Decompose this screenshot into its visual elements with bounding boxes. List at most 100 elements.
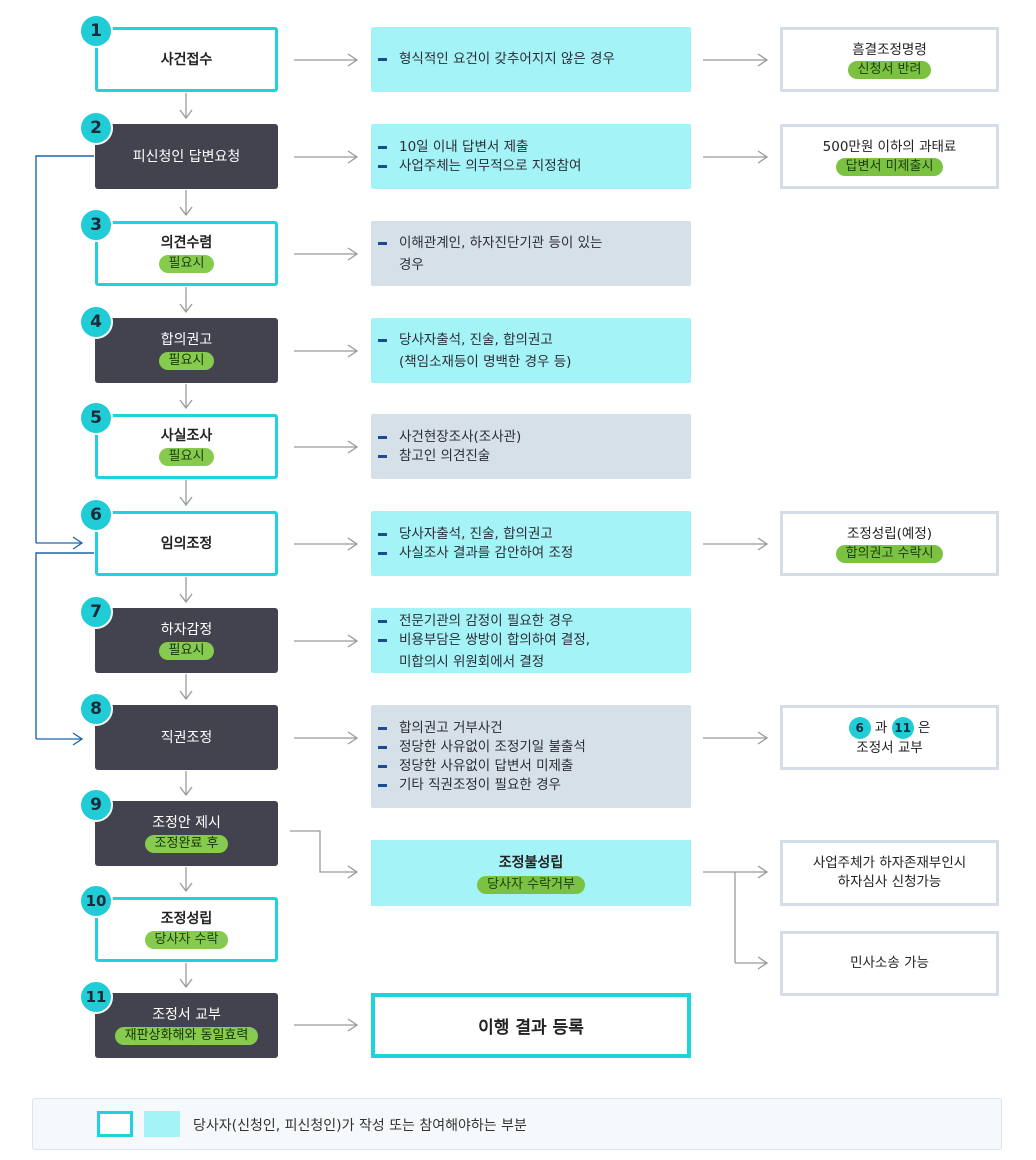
result-9a-line-1: 사업주체가 하자존재부인시 [812, 855, 967, 871]
result-6-box: 조정성립(예정) 합의권고 수락시 [780, 511, 999, 576]
step-10-box: 조정성립 당사자 수락 [95, 897, 278, 962]
blue-loop-to-step8-line [35, 552, 94, 739]
step-10-title: 조정성립 [160, 911, 213, 927]
desc-8-item-3: 정당한 사유없이 답변서 미제출 [378, 757, 673, 776]
step-2-box: 피신청인 답변요청 [95, 124, 278, 189]
desc-to-result-arrow-8-head [757, 731, 769, 745]
step-down-arrow-4-head [179, 399, 193, 410]
step-5-pill: 필요시 [158, 448, 215, 466]
failure-to-result-b-arrow-head [757, 956, 769, 970]
step11-to-final-arrow-head [347, 1018, 359, 1032]
mediation-failure-pill: 당사자 수락거부 [477, 876, 585, 894]
desc-4-continuation: (책임소재등이 명백한 경우 등) [399, 354, 572, 370]
desc-7-item-1: 전문기관의 감정이 필요한 경우 [378, 612, 673, 631]
step-down-arrow-8-head [179, 786, 193, 797]
step-to-desc-arrow-3-head [347, 247, 359, 261]
step-to-desc-arrow-7-head [347, 634, 359, 648]
step-8-number-badge: 8 [79, 692, 113, 726]
desc-5-item-2: 참고인 의견진술 [378, 447, 673, 466]
step-5-description: 사건현장조사(조사관) 참고인 의견진술 [371, 414, 691, 479]
desc-8-item-1: 합의권고 거부사건 [378, 719, 673, 738]
step-5-box: 사실조사 필요시 [95, 414, 278, 479]
step-down-arrow-5-head [179, 496, 193, 507]
step-1-title: 사건접수 [160, 51, 213, 68]
step-4-description: 당사자출석, 진술, 합의권고 (책임소재등이 명백한 경우 등) [371, 318, 691, 383]
desc-8-item-2: 정당한 사유없이 조정기일 불출석 [378, 738, 673, 757]
result-2-title: 500만원 이하의 과태료 [822, 138, 957, 155]
desc-3-continuation: 경우 [399, 257, 424, 273]
step-down-arrow-6-head [179, 593, 193, 604]
result-1-title: 흠결조정명령 [852, 41, 927, 58]
legend-filled-swatch [144, 1111, 180, 1137]
mini-badge-11: 11 [891, 717, 914, 739]
desc-5-item-1: 사건현장조사(조사관) [378, 428, 673, 447]
step-to-desc-arrow-6-head [347, 537, 359, 551]
step-to-desc-arrow-1-head [347, 53, 359, 67]
mini-badge-6: 6 [848, 717, 871, 739]
step-4-pill: 필요시 [158, 352, 215, 370]
desc-to-result-arrow-2-head [757, 150, 769, 164]
step-3-title: 의견수렴 [160, 235, 213, 251]
step-down-arrow-9-head [179, 882, 193, 893]
step-4-number-badge: 4 [79, 305, 113, 339]
blue-loop-to-step6-line [35, 155, 94, 543]
desc-7-item-2: 비용부담은 쌍방이 합의하여 결정, [378, 631, 673, 650]
step-6-box: 임의조정 [95, 511, 278, 576]
result-2-pill: 답변서 미제출시 [835, 157, 944, 176]
step-down-arrow-7-head [179, 690, 193, 701]
step-8-title: 직권조정 [160, 729, 213, 746]
step-8-box: 직권조정 [95, 705, 278, 770]
desc-to-result-arrow-1-head [757, 53, 769, 67]
step-11-title: 조정서 교부 [152, 1007, 221, 1023]
step-4-box: 합의권고 필요시 [95, 318, 278, 383]
result-8-conj: 과 [874, 720, 888, 736]
step-7-pill: 필요시 [158, 642, 215, 660]
step-11-number-badge: 11 [79, 980, 113, 1014]
result-6-title: 조정성립(예정) [846, 525, 933, 542]
result-8-box: 6 과 11 은 조정서 교부 [780, 705, 999, 770]
desc-1-item-1: 형식적인 요건이 갖추어지지 않은 경우 [378, 50, 673, 69]
step-9-pill: 조정완료 후 [144, 835, 229, 853]
step-down-arrow-1-head [179, 109, 193, 120]
result-9b-line-1: 민사소송 가능 [850, 955, 929, 971]
desc-to-result-arrow-6-head [757, 537, 769, 551]
step-1-number-badge: 1 [79, 14, 113, 48]
step-5-title: 사실조사 [160, 428, 213, 444]
desc-6-item-1: 당사자출석, 진술, 합의권고 [378, 525, 673, 544]
step9-to-failure-head [347, 865, 359, 879]
step-8-description: 합의권고 거부사건 정당한 사유없이 조정기일 불출석 정당한 사유없이 답변서… [371, 705, 691, 808]
mediation-failure-box: 조정불성립 당사자 수락거부 [371, 840, 691, 906]
step-3-box: 의견수렴 필요시 [95, 221, 278, 286]
step-6-title: 임의조정 [160, 535, 213, 552]
desc-8-item-4: 기타 직권조정이 필요한 경우 [378, 776, 673, 795]
step-7-box: 하자감정 필요시 [95, 608, 278, 673]
result-9a-box: 사업주체가 하자존재부인시 하자심사 신청가능 [780, 840, 999, 906]
step-7-number-badge: 7 [79, 595, 113, 629]
legend-text: 당사자(신청인, 피신청인)가 작성 또는 참여해야하는 부분 [193, 1118, 527, 1134]
step-to-desc-arrow-8-head [347, 731, 359, 745]
result-8-line-2: 조정서 교부 [856, 740, 923, 756]
result-8-line-1: 6 과 11 은 [848, 717, 930, 739]
step-10-number-badge: 10 [79, 884, 113, 918]
step-10-pill: 당사자 수락 [144, 931, 229, 949]
step-7-title: 하자감정 [160, 622, 213, 638]
register-result-box: 이행 결과 등록 [371, 993, 691, 1058]
step-7-description: 전문기관의 감정이 필요한 경우 비용부담은 쌍방이 합의하여 결정, 미합의시… [371, 608, 691, 673]
legend-outline-swatch [97, 1111, 133, 1137]
step-11-pill: 재판상화해와 동일효력 [114, 1027, 259, 1045]
desc-4-item-1: 당사자출석, 진술, 합의권고 [378, 331, 673, 350]
desc-6-item-2: 사실조사 결과를 감안하여 조정 [378, 544, 673, 563]
desc-2-item-1: 10일 이내 답변서 제출 [378, 138, 673, 157]
step-3-description: 이해관계인, 하자진단기관 등이 있는 경우 [371, 221, 691, 286]
desc-3-item-1: 이해관계인, 하자진단기관 등이 있는 [378, 234, 673, 253]
step-9-box: 조정안 제시 조정완료 후 [95, 801, 278, 866]
mediation-failure-title: 조정불성립 [498, 855, 564, 871]
legend: 당사자(신청인, 피신청인)가 작성 또는 참여해야하는 부분 [32, 1098, 1002, 1150]
blue-loop-to-step8-arrow-head [72, 732, 84, 746]
step-2-number-badge: 2 [79, 111, 113, 145]
step-down-arrow-10-head [179, 978, 193, 989]
result-1-box: 흠결조정명령 신청서 반려 [780, 27, 999, 92]
step-to-desc-arrow-2-head [347, 150, 359, 164]
